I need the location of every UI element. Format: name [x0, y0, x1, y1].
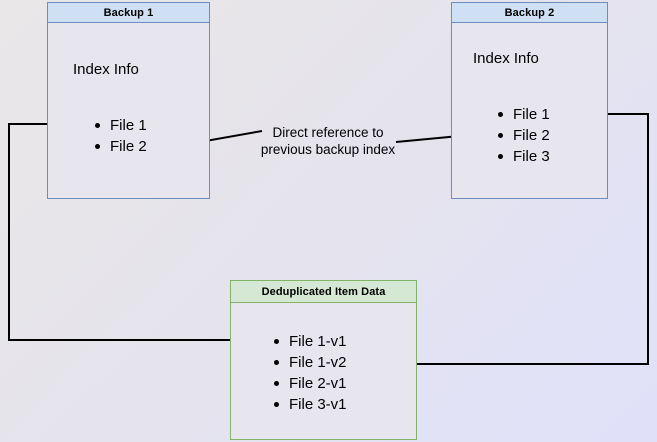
backup-2-box[interactable]: [451, 18, 608, 199]
list-item[interactable]: File 1-v2: [272, 352, 347, 373]
backup-1-item-list: File 1 File 2: [93, 115, 147, 157]
list-item[interactable]: File 1: [93, 115, 147, 136]
deduplicated-item-data-header[interactable]: Deduplicated Item Data: [230, 280, 417, 303]
list-item[interactable]: File 2: [496, 125, 550, 146]
backup-1-header[interactable]: Backup 1: [47, 2, 210, 23]
direct-reference-annotation: Direct reference to previous backup inde…: [260, 125, 396, 157]
backup-2-subtitle: Index Info: [473, 50, 539, 67]
deduplicated-item-data-header-label: Deduplicated Item Data: [261, 285, 386, 298]
deduplicated-item-data-box[interactable]: [230, 302, 417, 440]
deduplicated-item-list: File 1-v1 File 1-v2 File 2-v1 File 3-v1: [272, 331, 347, 415]
backup-1-subtitle: Index Info: [73, 61, 139, 78]
list-item[interactable]: File 2: [93, 136, 147, 157]
backup-2-header-label: Backup 2: [504, 6, 555, 19]
list-item[interactable]: File 1: [496, 104, 550, 125]
backup-1-box[interactable]: [47, 18, 210, 199]
backup-1-header-label: Backup 1: [103, 6, 154, 19]
list-item[interactable]: File 2-v1: [272, 373, 347, 394]
list-item[interactable]: File 3: [496, 146, 550, 167]
list-item[interactable]: File 3-v1: [272, 394, 347, 415]
edge-backup2-file1-to-dedup: [381, 113, 649, 371]
list-item[interactable]: File 1-v1: [272, 331, 347, 352]
backup-2-header[interactable]: Backup 2: [451, 2, 608, 23]
backup-2-item-list: File 1 File 2 File 3: [496, 104, 550, 167]
